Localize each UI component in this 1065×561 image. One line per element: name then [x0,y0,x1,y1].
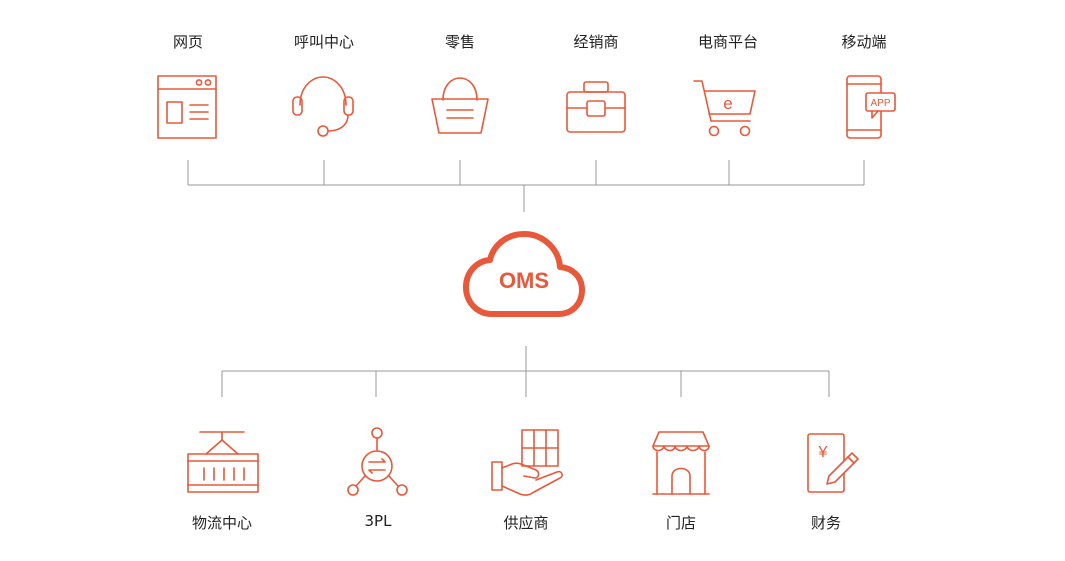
shopping-basket-icon [430,73,490,139]
supplier-hand-box-icon [490,428,566,500]
oms-cloud-icon: OMS [462,228,586,320]
node-label-store: 门店 [665,514,696,532]
cart-badge-text: e [723,94,732,113]
finance-document-icon: ¥ [806,432,864,494]
headset-icon [290,73,356,139]
finance-symbol: ¥ [818,444,828,461]
channel-label-ecommerce: 电商平台 [697,33,758,51]
mobile-badge-text: APP [870,98,890,109]
node-label-supplier: 供应商 [503,514,549,532]
node-label-logistics-center: 物流中心 [191,514,252,532]
node-label-3pl: 3PL [364,512,392,530]
mobile-app-icon: APP [845,75,897,139]
webpage-icon [157,75,217,139]
channel-label-retail: 零售 [444,33,475,51]
channel-label-call-center: 呼叫中心 [293,33,354,51]
container-icon [186,430,260,494]
channel-label-webpage: 网页 [172,33,203,51]
third-party-network-icon [346,427,412,499]
storefront-icon [651,430,711,496]
channel-label-distributor: 经销商 [573,33,619,51]
channel-label-mobile: 移动端 [841,33,887,51]
oms-label: OMS [499,268,549,293]
briefcase-icon [565,80,627,136]
node-label-finance: 财务 [810,514,841,532]
shopping-cart-icon: e [692,76,758,138]
